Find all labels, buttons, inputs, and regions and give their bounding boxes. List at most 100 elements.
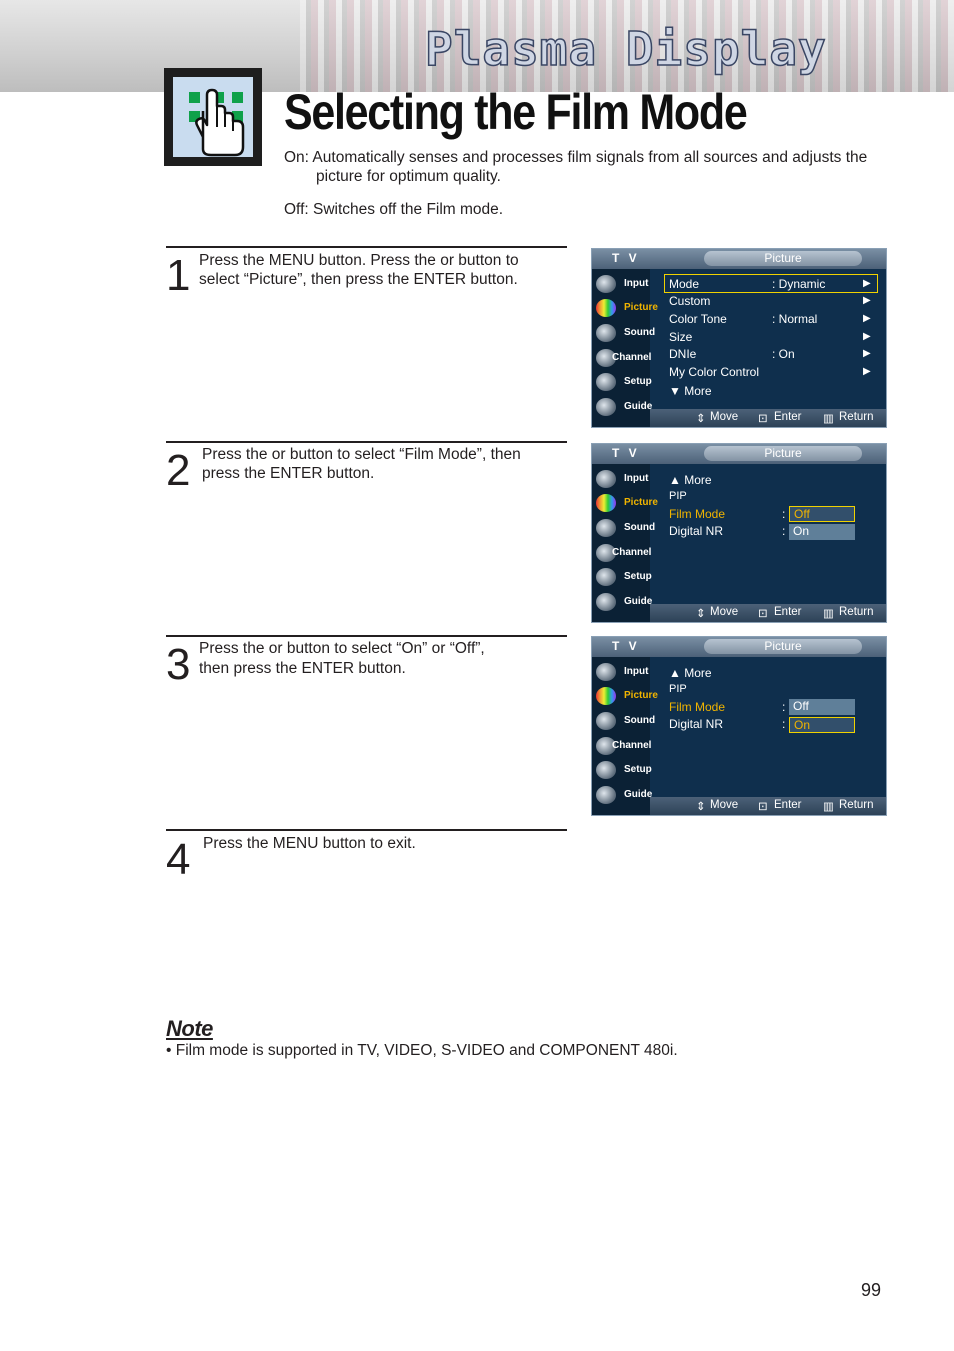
step-1-line1: Press the MENU button. Press the or butt…	[199, 252, 519, 269]
sound-icon	[596, 519, 616, 537]
step-number: 4	[166, 835, 191, 884]
osd-footer-enter: Enter	[774, 606, 802, 618]
hand-pointer-icon	[164, 68, 262, 166]
osd-colon: :	[782, 507, 786, 521]
header-banner: Plasma Display	[0, 0, 954, 92]
return-icon: ▥	[823, 608, 834, 620]
osd-row-label: Custom	[669, 294, 711, 308]
intro-off: Off: Switches off the Film mode.	[284, 201, 504, 218]
return-icon: ▥	[823, 413, 834, 425]
osd-screen-film-mode-on: T V Picture Input Picture Sound Channel …	[591, 636, 887, 816]
osd-side-picture: Picture	[594, 297, 658, 319]
intro-on-line1: On: Automatically senses and processes f…	[284, 149, 868, 166]
arrow-right-icon: ▶	[863, 313, 871, 324]
osd-tv-label: T V	[612, 251, 640, 265]
page-title: Selecting the Film Mode	[284, 84, 748, 140]
guide-icon	[596, 593, 616, 611]
osd-colon: :	[782, 700, 786, 714]
osd-row-value: : Normal	[772, 312, 818, 326]
step-3-line2: then press the ENTER button.	[199, 660, 406, 677]
osd-footer-move: Move	[710, 799, 739, 811]
osd-footer-return: Return	[839, 606, 874, 618]
osd-side-input: Input	[594, 468, 650, 490]
channel-icon	[596, 544, 616, 562]
step-divider	[166, 246, 567, 248]
move-icon: ⇕	[696, 608, 706, 620]
picture-icon	[596, 299, 616, 317]
osd-side-sound: Sound	[594, 710, 655, 732]
step-number: 2	[166, 446, 191, 495]
osd-header: Picture	[704, 639, 862, 654]
step-number: 1	[166, 251, 191, 300]
osd-row-label: Size	[669, 330, 693, 344]
osd-side-channel: Channel	[594, 735, 651, 757]
osd-side-input: Input	[594, 661, 650, 683]
arrow-right-icon: ▶	[863, 331, 871, 342]
arrow-right-icon: ▶	[863, 366, 871, 377]
osd-side-channel: Channel	[594, 347, 651, 369]
osd-footer-move: Move	[710, 411, 739, 423]
sound-icon	[596, 712, 616, 730]
step-divider	[166, 635, 567, 637]
guide-icon	[596, 398, 616, 416]
osd-film-mode: Film Mode	[669, 507, 726, 521]
osd-pip: PIP	[669, 683, 687, 695]
osd-side-guide: Guide	[594, 591, 652, 613]
channel-icon	[596, 349, 616, 367]
return-icon: ▥	[823, 801, 834, 813]
osd-option-on: On	[789, 524, 855, 540]
setup-icon	[596, 373, 616, 391]
osd-colon: :	[782, 524, 786, 538]
channel-icon	[596, 737, 616, 755]
step-divider	[166, 829, 567, 831]
osd-side-sound: Sound	[594, 322, 655, 344]
osd-row-label: Color Tone	[669, 312, 727, 326]
note-heading: Note	[166, 1016, 213, 1041]
osd-row-value: : Dynamic	[772, 277, 826, 291]
osd-screen-film-mode-off: T V Picture Input Picture Sound Channel …	[591, 443, 887, 623]
osd-row-label: Mode	[669, 277, 700, 291]
enter-icon: ⊡	[758, 608, 768, 620]
osd-screen-picture-menu: T V Picture Input Picture Sound Channel …	[591, 248, 887, 428]
osd-more: ▲ More	[669, 666, 712, 680]
setup-icon	[596, 761, 616, 779]
osd-digital-nr: Digital NR	[669, 717, 724, 731]
picture-icon	[596, 494, 616, 512]
input-icon	[596, 470, 616, 488]
osd-footer-enter: Enter	[774, 411, 802, 423]
osd-option-off: Off	[789, 699, 855, 715]
step-2-line1: Press the or button to select “Film Mode…	[202, 446, 521, 463]
osd-footer-move: Move	[710, 606, 739, 618]
osd-more: ▲ More	[669, 473, 712, 487]
step-number: 3	[166, 640, 191, 689]
osd-footer-return: Return	[839, 411, 874, 423]
osd-row-label: DNIe	[669, 347, 697, 361]
step-1-line2: select “Picture”, then press the ENTER b…	[199, 271, 518, 288]
intro-on-line2: picture for optimum quality.	[316, 168, 501, 185]
osd-side-setup: Setup	[594, 759, 652, 781]
input-icon	[596, 663, 616, 681]
osd-digital-nr: Digital NR	[669, 524, 724, 538]
osd-header: Picture	[704, 251, 862, 266]
osd-footer: ⇕ Move ⊡ Enter ▥ Return	[650, 409, 886, 427]
osd-side-setup: Setup	[594, 371, 652, 393]
step-3-line1: Press the or button to select “On” or “O…	[199, 640, 485, 657]
osd-footer-enter: Enter	[774, 799, 802, 811]
osd-side-guide: Guide	[594, 784, 652, 806]
note-bullet: • Film mode is supported in TV, VIDEO, S…	[166, 1042, 678, 1059]
osd-side-picture: Picture	[594, 685, 658, 707]
arrow-right-icon: ▶	[863, 348, 871, 359]
osd-tv-label: T V	[612, 446, 640, 460]
sound-icon	[596, 324, 616, 342]
osd-colon: :	[782, 717, 786, 731]
step-divider	[166, 441, 567, 443]
arrow-right-icon: ▶	[863, 278, 871, 289]
osd-header: Picture	[704, 446, 862, 461]
picture-icon	[596, 687, 616, 705]
page-number: 99	[861, 1280, 882, 1300]
guide-icon	[596, 786, 616, 804]
step-2-line2: press the ENTER button.	[202, 465, 375, 482]
setup-icon	[596, 568, 616, 586]
arrow-right-icon: ▶	[863, 295, 871, 306]
osd-footer: ⇕ Move ⊡ Enter ▥ Return	[650, 604, 886, 622]
